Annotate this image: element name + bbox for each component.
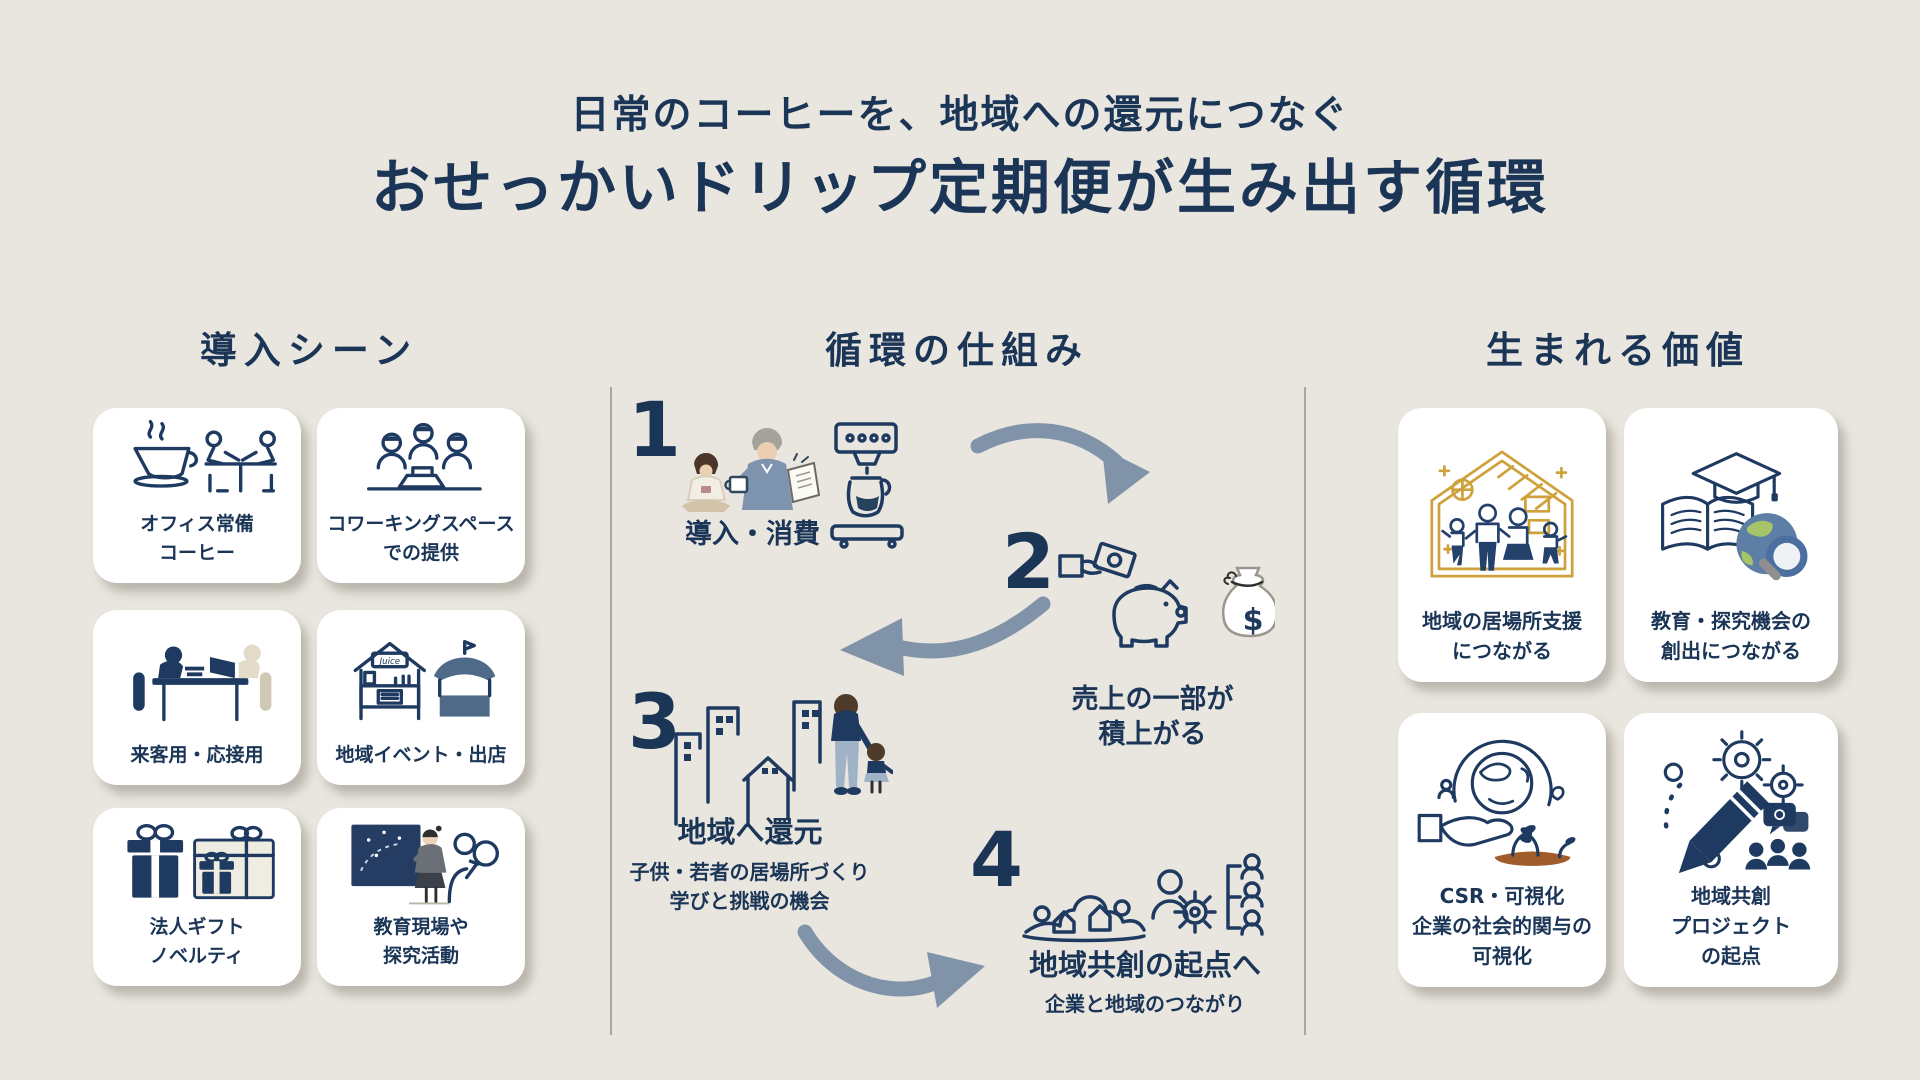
scene-card-label: オフィス常備 コーヒー: [140, 513, 254, 564]
step-3-number: 3: [628, 677, 681, 766]
scene-card-coworking: コワーキングスペース での提供: [317, 408, 525, 583]
coffee-cup-meeting-icon: [99, 414, 295, 510]
reception-meeting-icon: [99, 624, 295, 741]
value-card-csr: CSR・可視化 企業の社会的関与の 可視化: [1398, 713, 1606, 987]
value-card-label: 地域の居場所支援 につながる: [1422, 609, 1582, 663]
village-gear-people-icon: [1018, 836, 1268, 952]
scene-card-event-booth: Juice 地域イベント・出店: [317, 610, 525, 785]
value-card-label: CSR・可視化 企業の社会的関与の 可視化: [1412, 884, 1592, 968]
arrow-step2-to-step3: [828, 588, 1053, 692]
piggy-bank-money-icon: $: [1050, 540, 1278, 679]
city-mother-child-icon: [658, 672, 894, 834]
scene-card-label: 法人ギフト ノベルティ: [149, 916, 245, 967]
scenes-heading: 導入シーン: [199, 329, 419, 372]
svg-text:$: $: [1243, 603, 1264, 638]
people-coffee-machine-icon: [668, 414, 913, 553]
scene-card-label: 教育現場や 探究活動: [373, 916, 469, 967]
step-4-number: 4: [970, 815, 1023, 904]
arrow-step3-to-step4: [793, 918, 998, 1014]
hand-globe-sprout-icon: [1404, 723, 1600, 881]
value-card-label: 教育・探究機会の 創出につながる: [1651, 609, 1811, 663]
scene-card-gift: 法人ギフト ノベルティ: [93, 808, 301, 986]
classroom-research-icon: [323, 817, 519, 913]
left-divider: [610, 387, 612, 1035]
step-3-sublabel: 子供・若者の居場所づくり 学びと挑戦の機会: [629, 860, 870, 913]
page-title: おせっかいドリップ定期便が生み出す循環: [370, 153, 1549, 222]
step-4-sublabel: 企業と地域のつながり: [1045, 992, 1245, 1016]
book-globe-search-icon: [1630, 422, 1832, 606]
scene-card-education: 教育現場や 探究活動: [317, 808, 525, 986]
family-house-icon: [1404, 422, 1600, 606]
value-card-community-support: 地域の居場所支援 につながる: [1398, 408, 1606, 682]
svg-text:Juice: Juice: [378, 657, 400, 667]
cycle-heading: 循環の仕組み: [825, 329, 1089, 372]
right-divider: [1304, 387, 1306, 1035]
value-card-education: 教育・探究機会の 創出につながる: [1624, 408, 1838, 682]
step-4-label: 地域共創の起点へ: [1028, 948, 1261, 982]
pencil-gears-people-icon: [1630, 723, 1832, 881]
scene-card-reception: 来客用・応接用: [93, 610, 301, 785]
scene-card-label: 来客用・応接用: [130, 743, 264, 766]
page-subtitle: 日常のコーヒーを、地域への還元につなぐ: [570, 93, 1350, 138]
step-1-number: 1: [628, 385, 681, 474]
coworking-people-icon: [323, 414, 519, 510]
scene-card-label: 地域イベント・出店: [335, 743, 507, 766]
arrow-step1-to-step2: [968, 412, 1158, 521]
values-heading: 生まれる価値: [1486, 329, 1750, 372]
step-1-label: 導入・消費: [685, 519, 820, 550]
step-2-number: 2: [1002, 517, 1055, 606]
scene-card-office-coffee: オフィス常備 コーヒー: [93, 408, 301, 583]
event-booth-tent-icon: Juice: [323, 624, 519, 741]
step-3-label: 地域へ還元: [677, 815, 823, 849]
value-card-label: 地域共創 プロジェクト の起点: [1671, 884, 1791, 968]
step-2-label: 売上の一部が 積上がる: [1071, 684, 1234, 751]
scene-card-label: コワーキングスペース での提供: [327, 513, 515, 564]
value-card-cocreation: 地域共創 プロジェクト の起点: [1624, 713, 1838, 987]
gift-boxes-icon: [99, 817, 295, 913]
